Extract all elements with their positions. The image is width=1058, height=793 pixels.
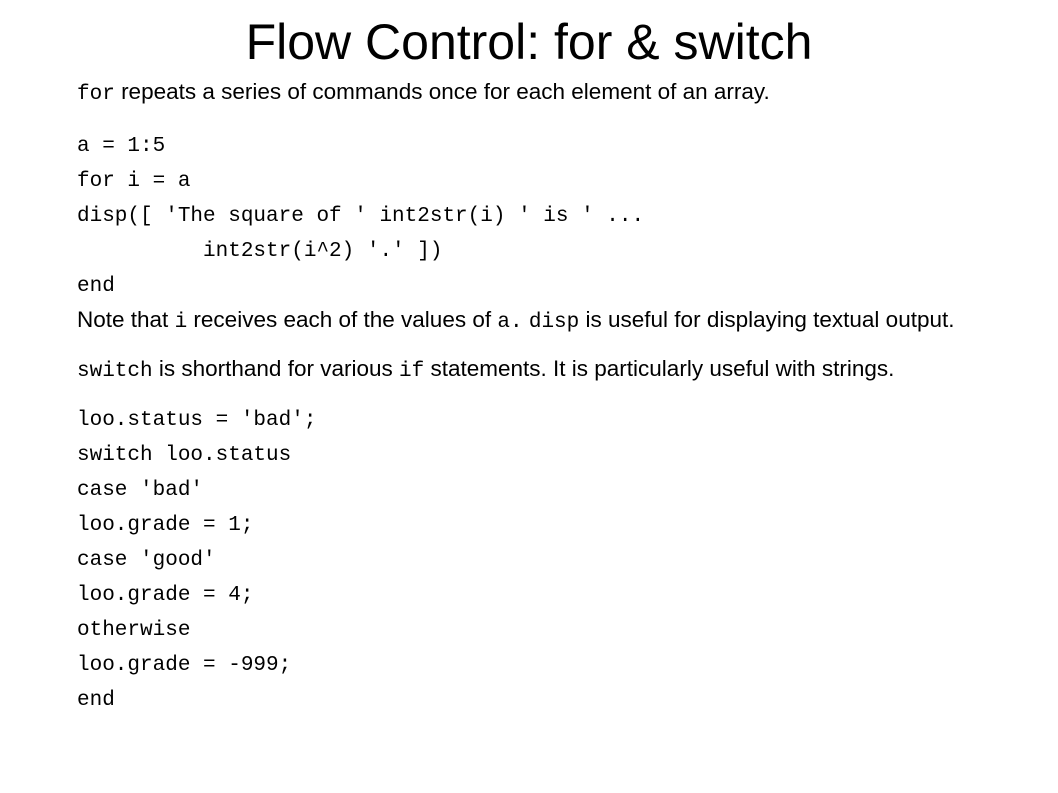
note-code-disp: disp (528, 311, 580, 334)
code-line: disp([ 'The square of ' int2str(i) ' is … (77, 205, 645, 228)
note-part: is useful for displaying textual output. (579, 307, 955, 332)
spacer (77, 339, 1017, 353)
code-line: otherwise (77, 619, 191, 642)
note-part: Note that (77, 307, 175, 332)
note-part: receives each of the values of (187, 307, 498, 332)
code-line: loo.status = 'bad'; (77, 409, 317, 432)
spacer (77, 388, 1017, 403)
slide-title: Flow Control: for & switch (245, 14, 813, 70)
code-line: for i = a (77, 170, 191, 193)
spacer (77, 111, 1017, 129)
for-keyword: for (77, 83, 115, 106)
switch-code-block: loo.status = 'bad'; switch loo.status ca… (77, 403, 1017, 718)
code-line: loo.grade = 4; (77, 584, 254, 607)
switch-intro-part: is shorthand for various (152, 356, 399, 381)
code-line: case 'good' (77, 549, 216, 572)
code-line: a = 1:5 (77, 135, 166, 158)
note-code-i: i (174, 311, 188, 334)
switch-intro-part: statements. It is particularly useful wi… (424, 356, 895, 381)
code-line: switch loo.status (77, 444, 292, 467)
code-line: loo.grade = 1; (77, 514, 254, 537)
code-line: end (77, 689, 115, 712)
code-line: int2str(i^2) '.' ]) (77, 240, 443, 263)
switch-keyword: switch (77, 360, 153, 383)
for-intro-description: repeats a series of commands once for ea… (114, 79, 770, 104)
code-line: case 'bad' (77, 479, 204, 502)
slide-body: for repeats a series of commands once fo… (77, 76, 1017, 718)
note-text: Note that i receives each of the values … (77, 304, 1017, 339)
for-code-block: a = 1:5 for i = a disp([ 'The square of … (77, 129, 1017, 304)
switch-intro-text: switch is shorthand for various if state… (77, 353, 1017, 388)
for-intro-text: for repeats a series of commands once fo… (77, 76, 1017, 111)
code-line: loo.grade = -999; (77, 654, 292, 677)
code-line: end (77, 275, 115, 298)
note-code-a: a. (497, 311, 523, 334)
if-keyword: if (399, 360, 425, 383)
